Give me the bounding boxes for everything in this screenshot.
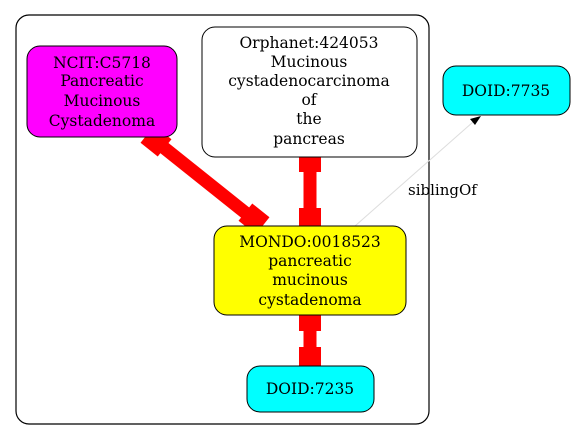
edge-end-marker	[299, 208, 321, 229]
node-line: Orphanet:424053	[239, 34, 378, 52]
node-line: of	[301, 91, 317, 109]
arrowhead-icon	[470, 116, 481, 125]
node-doid-7235[interactable]: DOID:7235	[246, 365, 375, 413]
edge-end-marker	[299, 347, 321, 368]
node-line: cystadenocarcinoma	[228, 72, 390, 90]
node-line: DOID:7235	[266, 380, 354, 398]
edge-mondo-doid-7235	[299, 310, 321, 368]
node-box	[213, 225, 407, 316]
node-line: Mucinous	[64, 92, 141, 110]
node-line: Mucinous	[271, 53, 348, 71]
node-line: pancreas	[273, 130, 345, 148]
node-line: DOID:7735	[462, 82, 550, 100]
edge-label-sibling-of: siblingOf	[408, 181, 478, 199]
node-line: mucinous	[272, 271, 348, 289]
node-line: NCIT:C5718	[53, 54, 151, 72]
node-box	[442, 65, 571, 116]
node-line: pancreatic	[268, 252, 352, 270]
node-box	[201, 26, 418, 158]
node-box	[246, 365, 375, 413]
node-line: cystadenoma	[258, 291, 361, 309]
node-line: Pancreatic	[60, 72, 143, 90]
node-orphanet-424053[interactable]: Orphanet:424053 Mucinous cystadenocarcin…	[201, 26, 418, 158]
node-line: the	[296, 110, 321, 128]
node-mondo-0018523[interactable]: MONDO:0018523 pancreatic mucinous cystad…	[213, 225, 407, 316]
edge-mondo-doid-7735: siblingOf	[354, 116, 481, 227]
node-line: Cystadenoma	[49, 112, 155, 130]
node-box	[26, 45, 178, 138]
edge-orphanet-mondo	[299, 151, 321, 230]
node-ncit-c5718[interactable]: NCIT:C5718 Pancreatic Mucinous Cystadeno…	[26, 45, 178, 138]
node-line: MONDO:0018523	[239, 233, 381, 251]
cluster-box	[15, 14, 430, 425]
node-doid-7735[interactable]: DOID:7735	[442, 65, 571, 116]
